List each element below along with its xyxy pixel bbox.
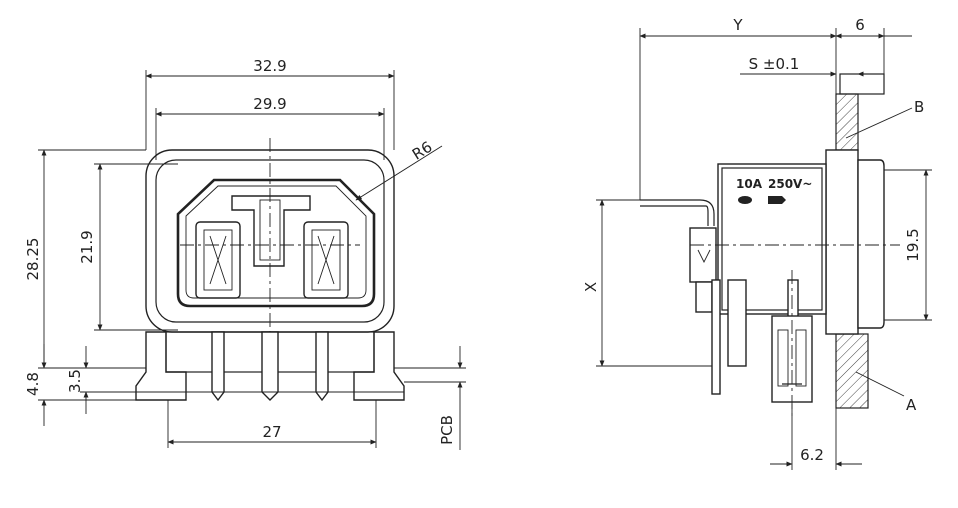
earth-slot — [231, 195, 311, 267]
dim-depth: 6 — [855, 16, 865, 34]
wire-top — [640, 199, 715, 226]
base-left-foot — [135, 331, 187, 401]
front-cover — [857, 159, 885, 329]
pin-2 — [261, 331, 279, 401]
dim-inner-width: 29.9 — [253, 95, 286, 113]
dim-x: X — [582, 282, 600, 292]
panel-plate — [839, 73, 885, 95]
contact-left-inner — [203, 229, 233, 291]
rating-voltage: 250V~ — [768, 177, 812, 191]
dim-pin-offset-outer: 4.8 — [24, 372, 42, 396]
dim-height: 19.5 — [904, 228, 922, 261]
dim-pin-width: 6.2 — [800, 446, 824, 464]
dim-pin-offset-inner: 3.5 — [66, 369, 84, 393]
fuse-symbol-icon — [738, 196, 752, 204]
dim-s-tolerance: S ±0.1 — [749, 55, 800, 73]
dim-inner-height: 21.9 — [78, 230, 96, 263]
base-right-foot — [353, 331, 405, 401]
back-pin-2 — [727, 279, 747, 367]
flange-body — [825, 149, 859, 335]
dim-overall-width: 32.9 — [253, 57, 286, 75]
dim-y: Y — [732, 16, 743, 34]
dim-overall-height: 28.25 — [24, 238, 42, 281]
socket-face-inner — [185, 185, 367, 299]
pin-3 — [315, 331, 329, 402]
rating-current: 10A — [736, 177, 763, 191]
dim-radius: R6 — [409, 138, 435, 164]
dim-pcb: PCB — [438, 415, 456, 445]
socket-face — [176, 178, 376, 308]
front-view: 32.9 29.9 R6 28.25 21.9 4.8 3.5 — [24, 57, 466, 450]
dim-pin-spacing: 27 — [262, 423, 281, 441]
terminal-top — [787, 279, 799, 321]
label-b: B — [914, 98, 924, 116]
plug-symbol-icon — [768, 196, 786, 204]
pin-1 — [211, 331, 225, 402]
flange-top-hatched — [835, 93, 859, 151]
latch — [689, 227, 717, 283]
side-view: 10A 250V~ Y 6 S — [582, 16, 932, 470]
label-a: A — [906, 396, 917, 414]
contact-right-inner — [311, 229, 341, 291]
flange-bottom-hatched — [835, 333, 869, 409]
back-pin-1 — [711, 279, 721, 395]
